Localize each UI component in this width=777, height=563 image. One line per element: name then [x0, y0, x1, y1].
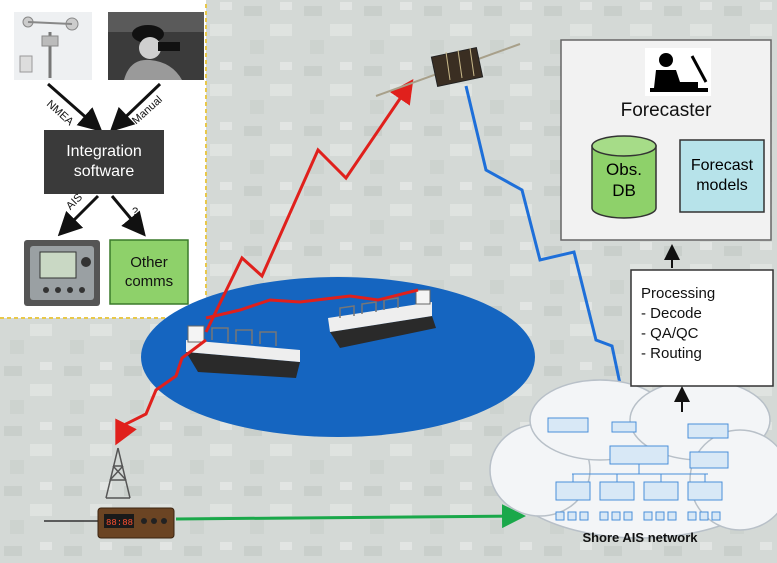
other-comms-box	[109, 239, 189, 305]
forecast-models-label: Forecast models	[690, 157, 754, 194]
processing-item-routing: - Routing	[641, 345, 702, 362]
ocean	[141, 277, 535, 437]
manual-arrow	[109, 82, 162, 133]
processing-text: Processing - Decode - QA/QC - Routing	[631, 270, 773, 386]
uplink-path-ship-to-satellite	[204, 79, 414, 333]
obs-db-label: Obs. DB	[606, 160, 642, 200]
processing-item-decode: - Decode	[641, 305, 702, 322]
shore-ais-network-label: Shore AIS network	[582, 530, 698, 545]
integration-software-label: Integration software	[66, 143, 142, 180]
cargo-ship-icon	[328, 289, 436, 348]
ais-base-station-icon: 88:88	[97, 507, 175, 539]
nmea-arrow	[47, 82, 103, 132]
weather-station-icon	[14, 12, 92, 80]
question-label: ?	[132, 206, 139, 218]
observer-binoculars-icon	[108, 12, 204, 80]
other-comms-arrow	[110, 195, 146, 237]
network-schematic	[547, 417, 729, 521]
satellite-to-shore-path	[464, 85, 635, 418]
ais-arrow	[57, 194, 100, 237]
svg-text:88:88: 88:88	[106, 518, 133, 528]
satellite-icon	[375, 43, 521, 97]
downlink-path-ship-to-tower	[115, 338, 207, 446]
integration-software-box	[44, 130, 164, 194]
forecaster-label: Forecaster	[620, 100, 712, 121]
cargo-ship-icon	[186, 325, 300, 378]
ground-link-arrow	[175, 504, 526, 529]
forecast-models-box	[679, 139, 765, 213]
processing-title: Processing	[641, 285, 716, 302]
radio-tower-icon	[105, 447, 131, 499]
other-comms-label: Other comms	[124, 254, 174, 290]
uplink-path-ship2-to-ship1	[205, 288, 419, 320]
forecaster-workstation-icon	[645, 48, 711, 96]
database-icon	[591, 135, 657, 219]
ais-transponder-icon	[24, 240, 100, 306]
processing-item-qaqc: - QA/QC	[641, 325, 699, 342]
processing-box	[630, 269, 774, 387]
